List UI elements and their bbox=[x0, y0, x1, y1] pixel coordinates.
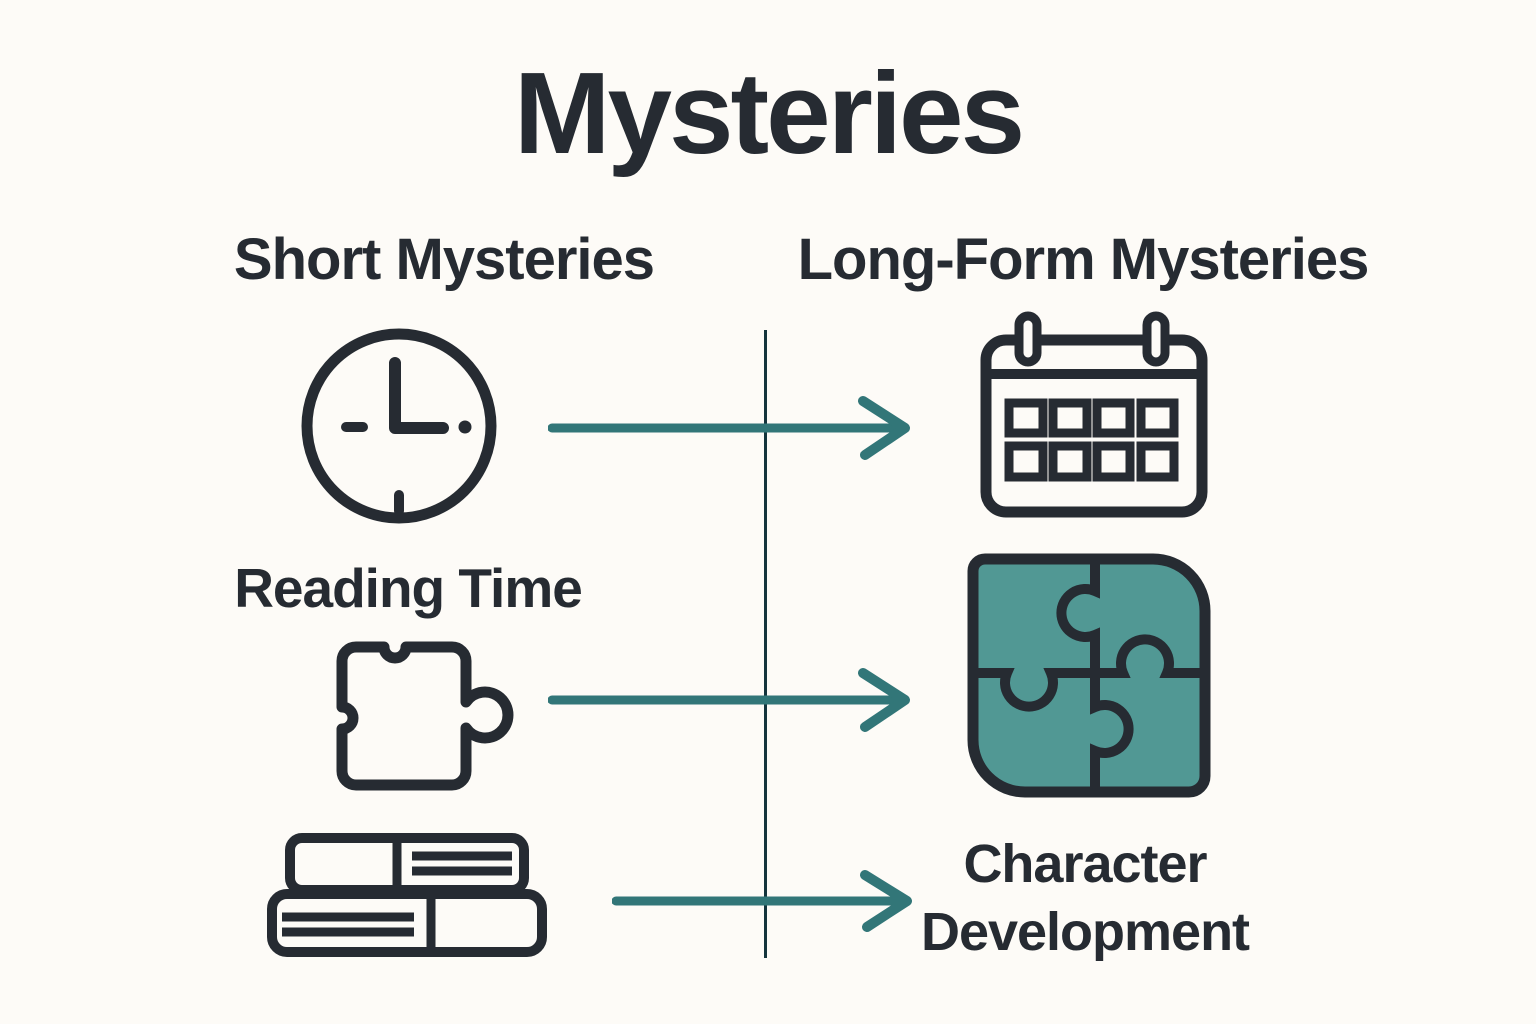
books-icon bbox=[267, 833, 547, 957]
reading-time-label: Reading Time bbox=[234, 557, 583, 619]
character-development-label: Character Development bbox=[920, 834, 1250, 962]
column-header-long-form-mysteries: Long-Form Mysteries bbox=[797, 227, 1370, 292]
page-title: Mysteries bbox=[513, 48, 1025, 178]
column-divider bbox=[764, 330, 767, 958]
arrow-right-icon bbox=[548, 668, 910, 732]
puzzle-piece-icon bbox=[336, 641, 514, 791]
puzzle-grid-icon bbox=[967, 553, 1211, 798]
calendar-icon bbox=[980, 311, 1208, 518]
clock-icon bbox=[301, 328, 497, 524]
arrow-right-icon bbox=[612, 870, 912, 932]
arrow-right-icon bbox=[548, 396, 910, 460]
column-header-short-mysteries: Short Mysteries bbox=[233, 227, 655, 292]
